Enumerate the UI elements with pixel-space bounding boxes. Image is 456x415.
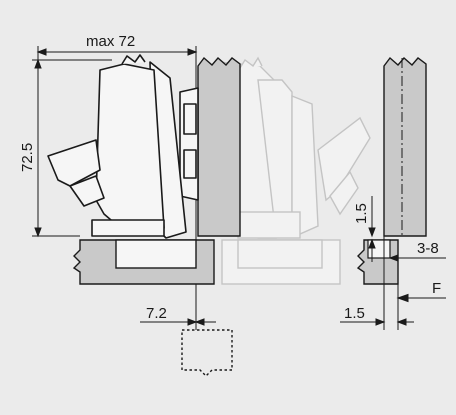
dimension-height xyxy=(32,58,112,238)
overlay-offset-dimension xyxy=(140,285,216,330)
force-arrow xyxy=(396,293,446,303)
cabinet-side-panel xyxy=(197,56,241,237)
vertical-gap-label: 1.5 xyxy=(353,203,370,224)
drilling-hole-outline xyxy=(181,329,233,377)
overlay-offset-label: 7.2 xyxy=(146,305,167,322)
side-section-detail xyxy=(383,56,427,237)
door-edge-detail xyxy=(356,239,399,285)
force-label: F xyxy=(432,280,441,297)
hinge-body xyxy=(47,54,199,239)
horizontal-gap-label: 1.5 xyxy=(344,305,365,322)
hinge-cup xyxy=(115,239,197,269)
dimension-height-label: 72.5 xyxy=(19,143,36,172)
drill-depth-label: 3-8 xyxy=(417,240,439,257)
vertical-gap-dimension xyxy=(366,196,378,262)
drill-depth-dimension xyxy=(388,254,446,262)
ghost-hinge-open-position xyxy=(217,56,371,285)
door-panel xyxy=(72,239,215,285)
dimension-max-width-label: max 72 xyxy=(86,33,135,50)
horizontal-gap-dimension xyxy=(340,236,414,330)
